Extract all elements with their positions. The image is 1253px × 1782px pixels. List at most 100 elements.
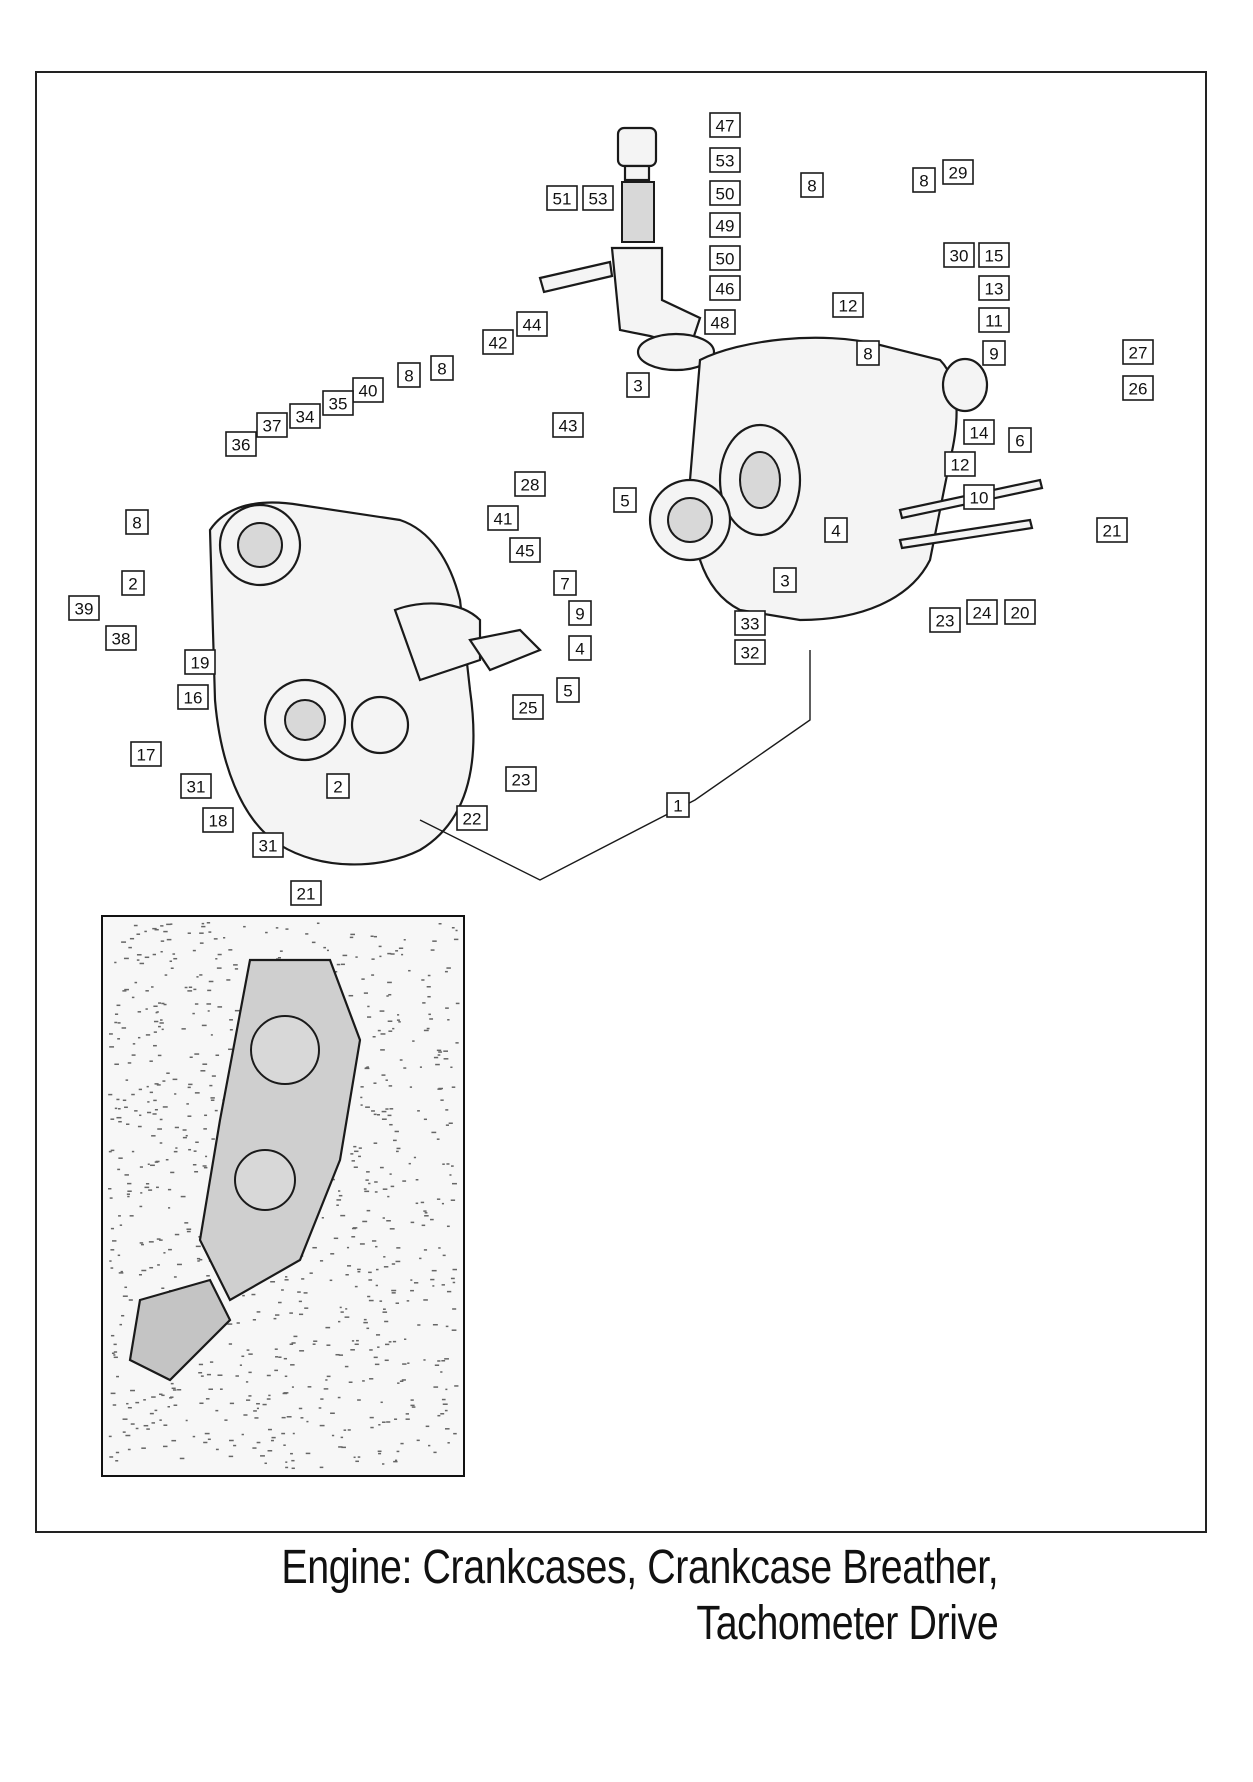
callout-35: 35 bbox=[322, 390, 354, 416]
callout-8: 8 bbox=[397, 362, 421, 388]
callout-number: 12 bbox=[951, 456, 970, 475]
callout-39: 39 bbox=[68, 595, 100, 621]
callout-53: 53 bbox=[582, 185, 614, 211]
callout-21: 21 bbox=[1096, 517, 1128, 543]
callout-number: 31 bbox=[187, 778, 206, 797]
callout-number: 5 bbox=[620, 492, 629, 511]
callout-8: 8 bbox=[430, 355, 454, 381]
inset-exploded-thumbnail bbox=[101, 915, 465, 1477]
callout-number: 11 bbox=[985, 312, 1003, 331]
callout-number: 39 bbox=[75, 600, 94, 619]
callout-number: 23 bbox=[512, 771, 531, 790]
callout-number: 14 bbox=[970, 424, 989, 443]
callout-17: 17 bbox=[130, 741, 162, 767]
callout-number: 6 bbox=[1015, 432, 1024, 451]
callout-12: 12 bbox=[832, 292, 864, 318]
callout-number: 29 bbox=[949, 164, 968, 183]
left-crankcase bbox=[208, 501, 542, 866]
callout-number: 1 bbox=[673, 797, 682, 816]
callout-5: 5 bbox=[613, 487, 637, 513]
callout-number: 9 bbox=[989, 345, 998, 364]
callout-number: 22 bbox=[463, 810, 482, 829]
callout-32: 32 bbox=[734, 639, 766, 665]
callout-number: 10 bbox=[970, 489, 989, 508]
callout-number: 50 bbox=[716, 250, 735, 269]
callout-number: 41 bbox=[494, 510, 513, 529]
callout-number: 18 bbox=[209, 812, 228, 831]
callout-43: 43 bbox=[552, 412, 584, 438]
callout-11: 11 bbox=[978, 307, 1010, 333]
callout-number: 3 bbox=[633, 377, 642, 396]
callout-number: 45 bbox=[516, 542, 535, 561]
callout-2: 2 bbox=[326, 773, 350, 799]
callout-50: 50 bbox=[709, 245, 741, 271]
callout-number: 21 bbox=[297, 885, 316, 904]
callout-number: 2 bbox=[128, 575, 137, 594]
callout-8: 8 bbox=[125, 509, 149, 535]
callout-31: 31 bbox=[180, 773, 212, 799]
callout-18: 18 bbox=[202, 807, 234, 833]
callout-number: 26 bbox=[1129, 380, 1148, 399]
callout-number: 35 bbox=[329, 395, 348, 414]
callout-number: 24 bbox=[973, 604, 992, 623]
callout-number: 4 bbox=[575, 640, 584, 659]
callout-8: 8 bbox=[912, 167, 936, 193]
callout-number: 48 bbox=[711, 314, 730, 333]
callout-44: 44 bbox=[516, 311, 548, 337]
callout-26: 26 bbox=[1122, 375, 1154, 401]
leader-1 bbox=[419, 650, 811, 881]
callout-45: 45 bbox=[509, 537, 541, 563]
right-crankcase bbox=[648, 336, 1044, 622]
diagram-frame bbox=[35, 71, 1207, 1533]
callout-16: 16 bbox=[177, 684, 209, 710]
callout-49: 49 bbox=[709, 212, 741, 238]
callout-number: 19 bbox=[191, 654, 210, 673]
callout-27: 27 bbox=[1122, 339, 1154, 365]
callout-number: 12 bbox=[839, 297, 858, 316]
callout-number: 38 bbox=[112, 630, 131, 649]
callout-number: 21 bbox=[1103, 522, 1122, 541]
caption-line-2: Tachometer Drive bbox=[696, 1597, 998, 1650]
callout-number: 15 bbox=[985, 247, 1004, 266]
callout-number: 37 bbox=[263, 417, 282, 436]
callout-number: 17 bbox=[137, 746, 156, 765]
callout-number: 2 bbox=[333, 778, 342, 797]
callout-number: 16 bbox=[184, 689, 203, 708]
callout-29: 29 bbox=[942, 159, 974, 185]
callout-38: 38 bbox=[105, 625, 137, 651]
callout-23: 23 bbox=[929, 607, 961, 633]
callout-number: 27 bbox=[1129, 344, 1148, 363]
callout-number: 51 bbox=[553, 190, 572, 209]
callout-number: 8 bbox=[132, 514, 141, 533]
callout-30: 30 bbox=[943, 242, 975, 268]
callout-42: 42 bbox=[482, 329, 514, 355]
callout-48: 48 bbox=[704, 309, 736, 335]
callout-51: 51 bbox=[546, 185, 578, 211]
callout-36: 36 bbox=[225, 431, 257, 457]
callout-9: 9 bbox=[982, 340, 1006, 366]
callout-25: 25 bbox=[512, 694, 544, 720]
callout-number: 30 bbox=[950, 247, 969, 266]
callout-8: 8 bbox=[856, 340, 880, 366]
callout-12: 12 bbox=[944, 451, 976, 477]
callout-28: 28 bbox=[514, 471, 546, 497]
callout-number: 20 bbox=[1011, 604, 1030, 623]
callout-10: 10 bbox=[963, 484, 995, 510]
callout-46: 46 bbox=[709, 275, 741, 301]
callout-number: 46 bbox=[716, 280, 735, 299]
callout-14: 14 bbox=[963, 419, 995, 445]
callout-1: 1 bbox=[666, 792, 690, 818]
callout-number: 3 bbox=[780, 572, 789, 591]
callout-3: 3 bbox=[773, 567, 797, 593]
callout-53: 53 bbox=[709, 147, 741, 173]
callout-number: 23 bbox=[936, 612, 955, 631]
callout-number: 53 bbox=[716, 152, 735, 171]
callout-31: 31 bbox=[252, 832, 284, 858]
callout-number: 33 bbox=[741, 615, 760, 634]
callout-number: 49 bbox=[716, 217, 735, 236]
callout-number: 43 bbox=[559, 417, 578, 436]
callout-number: 32 bbox=[741, 644, 760, 663]
callout-2: 2 bbox=[121, 570, 145, 596]
caption-line-1: Engine: Crankcases, Crankcase Breather, bbox=[281, 1541, 998, 1594]
